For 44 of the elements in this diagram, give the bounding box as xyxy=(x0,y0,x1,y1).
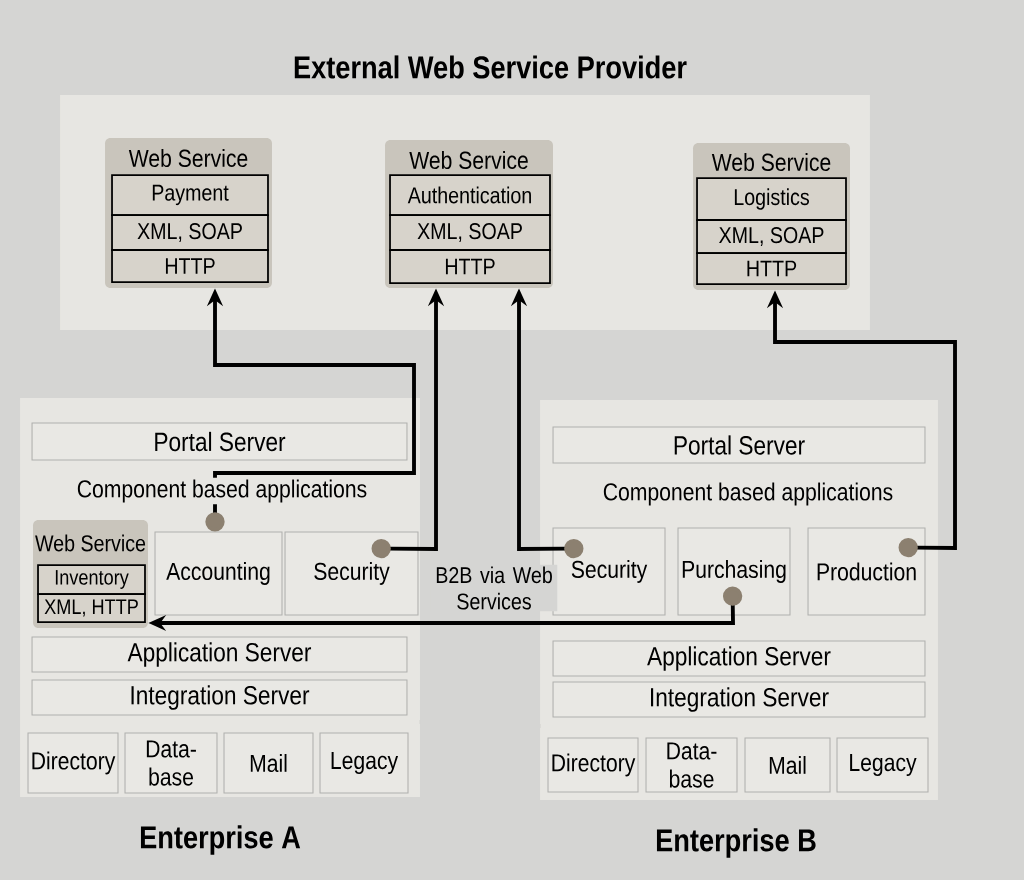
component-box: Security xyxy=(284,531,419,616)
component-box: Production xyxy=(807,527,926,616)
service-title: Web Service xyxy=(35,534,146,552)
protocol-layer: Inventory xyxy=(37,564,146,595)
resource-box: Legacy xyxy=(836,737,929,793)
protocol-layer: HTTP xyxy=(696,252,847,285)
panel-heading: Enterprise B xyxy=(656,828,816,858)
protocol-layer: Logistics xyxy=(696,177,847,221)
server-layer: Application Server xyxy=(31,636,408,673)
resource-box: Mail xyxy=(223,732,314,794)
component-box: Security xyxy=(552,527,666,616)
caption-text: Component based applications xyxy=(601,480,895,508)
panel-heading: Enterprise A xyxy=(140,825,301,855)
resource-box: Data- base xyxy=(645,737,738,793)
protocol-layer: HTTP xyxy=(111,249,269,283)
protocol-layer: XML, HTTP xyxy=(37,593,146,623)
web-service-stack xyxy=(33,520,148,628)
component-box: Purchasing xyxy=(677,527,791,616)
caption-text: B2B via Web Services xyxy=(430,564,558,612)
server-layer: Integration Server xyxy=(552,681,926,718)
service-title: Web Service xyxy=(711,152,831,172)
server-layer: Integration Server xyxy=(31,679,408,716)
protocol-layer: XML, SOAP xyxy=(389,214,551,251)
protocol-layer: Authentication xyxy=(389,174,551,216)
web-service-stack xyxy=(693,143,850,290)
protocol-layer: XML, SOAP xyxy=(696,219,847,254)
resource-box: Legacy xyxy=(319,732,409,794)
server-layer: Portal Server xyxy=(552,426,926,464)
web-service-stack xyxy=(105,138,272,288)
resource-box: Mail xyxy=(744,737,831,793)
web-service-stack xyxy=(385,140,553,288)
caption-text: Component based applications xyxy=(75,477,369,505)
panel-heading: External Web Service Provider xyxy=(294,55,687,79)
server-layer: Application Server xyxy=(552,640,926,677)
resource-box: Data- base xyxy=(124,732,218,794)
resource-box: Directory xyxy=(27,732,119,794)
server-layer: Portal Server xyxy=(31,422,408,461)
protocol-layer: XML, SOAP xyxy=(111,214,269,251)
component-box: Accounting xyxy=(154,531,283,616)
protocol-layer: Payment xyxy=(111,174,269,216)
service-title: Web Service xyxy=(409,150,528,170)
protocol-layer: HTTP xyxy=(389,249,551,284)
service-title: Web Service xyxy=(128,148,248,168)
resource-box: Directory xyxy=(547,737,639,793)
